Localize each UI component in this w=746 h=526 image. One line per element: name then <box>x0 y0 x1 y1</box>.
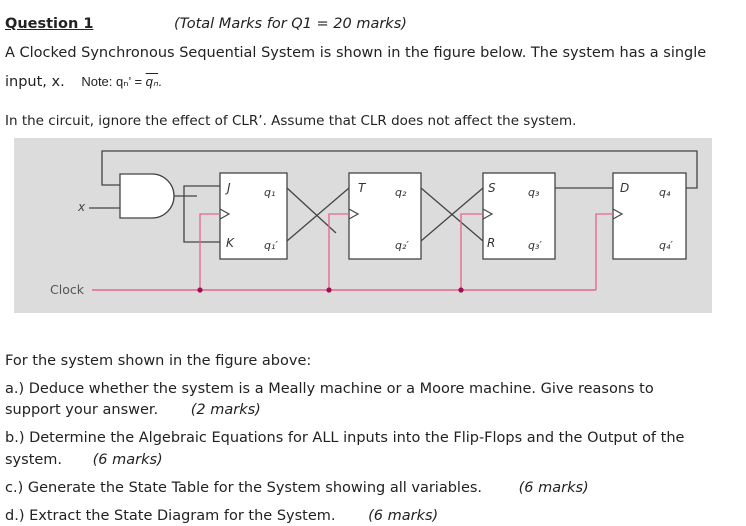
clock-triangle <box>612 208 624 220</box>
question-d: d.) Extract the State Diagram for the Sy… <box>5 508 438 524</box>
question-b-line-2: system. (6 marks) <box>5 452 163 468</box>
note: Note: qₙ’ = qₙ. <box>81 74 161 89</box>
question-c-text: c.) Generate the State Table for the Sys… <box>5 480 483 496</box>
description-line-1: A Clocked Synchronous Sequential System … <box>5 45 707 61</box>
question-a-marks: (2 marks) <box>190 402 261 418</box>
ff2-qbar-label: q₂′ <box>395 239 409 252</box>
ff1-j-label: J <box>225 181 231 195</box>
clock-junction <box>197 287 203 293</box>
ff4-qbar-label: q₄′ <box>659 239 673 252</box>
ff1-q-label: q₁ <box>264 186 275 199</box>
clock-label: Clock <box>50 282 85 297</box>
ff3-q-label: q₃ <box>528 186 540 199</box>
note-prefix: Note: qₙ’ = <box>81 74 146 89</box>
flipflop-1-jk <box>219 172 288 260</box>
clock-ff4-wire <box>595 213 613 290</box>
question-c-marks: (6 marks) <box>518 480 589 496</box>
question-b-marks: (6 marks) <box>92 452 163 468</box>
flipflop-2-t <box>348 172 422 260</box>
question-a-line-1: a.) Deduce whether the system is a Meall… <box>5 381 654 397</box>
ff1-k-label: K <box>226 236 235 250</box>
question-title: Question 1 <box>5 16 94 32</box>
question-b-line-1: b.) Determine the Algebraic Equations fo… <box>5 430 685 446</box>
ff4-d-label: D <box>620 181 629 195</box>
and-gate <box>119 173 175 219</box>
q1bar-to-t-wire <box>286 187 350 242</box>
clock-triangle <box>482 208 494 220</box>
description-line-2: input, x. Note: qₙ’ = qₙ. <box>5 74 162 90</box>
clock-ff2-wire <box>328 213 349 290</box>
k-input-wire <box>183 196 220 243</box>
ff2-q-label: q₂ <box>395 186 407 199</box>
ff3-r-label: R <box>487 236 495 250</box>
ff2-t-label: T <box>358 181 367 195</box>
instruction: In the circuit, ignore the effect of CLR… <box>5 113 577 129</box>
q1-cross-wire <box>286 187 337 234</box>
clock-ff1-wire <box>199 213 220 290</box>
question-d-text: d.) Extract the State Diagram for the Sy… <box>5 508 336 524</box>
description-input-text: input, x. <box>5 74 65 90</box>
ff3-s-label: S <box>488 181 496 195</box>
total-marks: (Total Marks for Q1 = 20 marks) <box>174 16 407 32</box>
clock-triangle <box>219 208 231 220</box>
circuit-diagram: x Clock J K q₁ q₁′ T q₂ q₂′ S R q₃ q₃′ D… <box>50 150 698 297</box>
clock-junction <box>458 287 464 293</box>
ff1-qbar-label: q₁′ <box>264 239 278 252</box>
ff4-q-label: q₄ <box>659 186 671 199</box>
input-x-label: x <box>77 200 86 214</box>
question-b-text: system. <box>5 452 63 468</box>
feedback-wire <box>101 150 698 189</box>
ff3-qbar-label: q₃′ <box>528 239 542 252</box>
circuit-figure: x Clock J K q₁ q₁′ T q₂ q₂′ S R q₃ q₃′ D… <box>14 138 712 313</box>
question-a-line-2: support your answer. (2 marks) <box>5 402 261 418</box>
flipflop-3-sr <box>482 172 556 260</box>
flipflop-4-d <box>612 172 687 260</box>
question-c: c.) Generate the State Table for the Sys… <box>5 480 589 496</box>
clock-ff3-wire <box>460 213 483 290</box>
question-a-text: support your answer. <box>5 402 159 418</box>
question-d-marks: (6 marks) <box>368 508 439 524</box>
questions-intro: For the system shown in the figure above… <box>5 353 312 369</box>
clock-triangle <box>348 208 360 220</box>
note-expression: qₙ <box>145 74 159 89</box>
clock-junction <box>326 287 332 293</box>
note-suffix: . <box>158 74 162 89</box>
q2bar-to-s-wire <box>420 187 484 242</box>
j-input-wire <box>183 185 220 196</box>
